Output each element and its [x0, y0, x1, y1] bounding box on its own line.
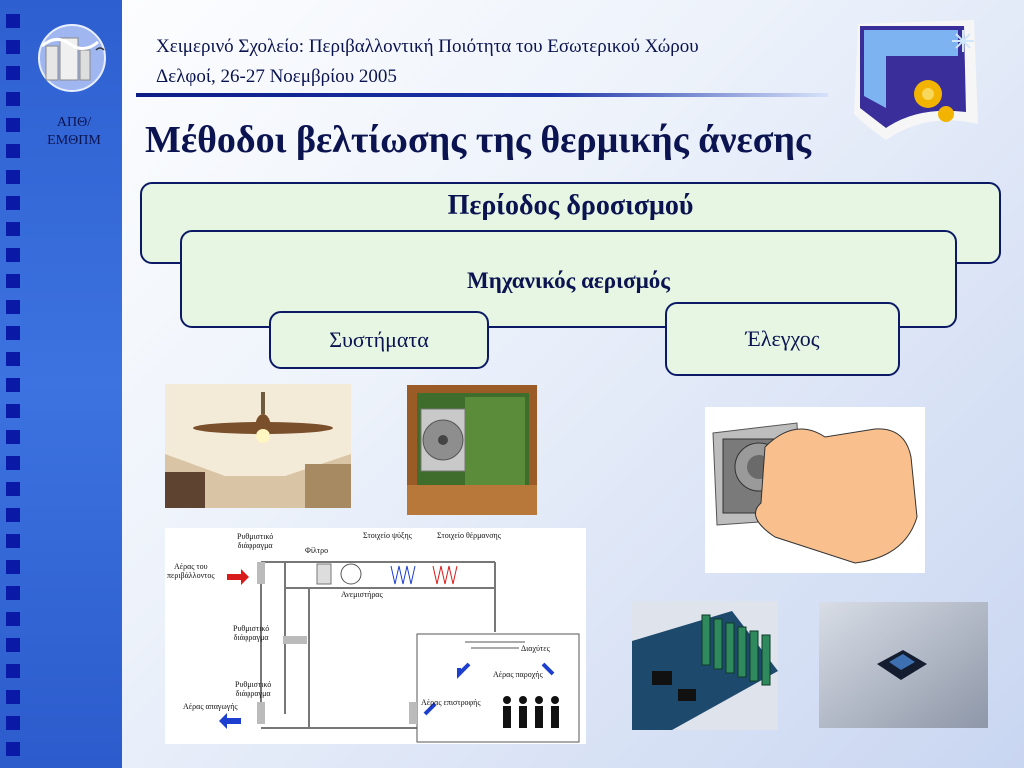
ceiling-fan-photo — [165, 384, 351, 508]
circuit-board-photo — [632, 601, 778, 730]
organization-label-line2: ΕΜΘΠΜ — [47, 133, 101, 148]
outside-air-arrow-icon — [227, 569, 249, 585]
filter-label: Φίλτρο — [305, 546, 329, 555]
sidebar-square — [6, 612, 20, 626]
outside-air-label-line1: Αέρας του — [173, 562, 208, 571]
sidebar-square — [6, 404, 20, 418]
window-fan-photo — [407, 385, 537, 515]
damper-bottom-label-line2: διάφραγμα — [235, 689, 271, 698]
return-air-label: Αέρας επιστροφής — [421, 698, 481, 707]
sidebar-square — [6, 170, 20, 184]
sidebar-square — [6, 456, 20, 470]
microchip-photo — [819, 602, 988, 728]
header-line-1: Χειμερινό Σχολείο: Περιβαλλοντική Ποιότη… — [156, 36, 699, 57]
header-line-2: Δελφοί, 26-27 Νοεμβρίου 2005 — [156, 66, 397, 87]
damper-top-label: Ρυθμιστικό διάφραγμα — [237, 532, 273, 550]
damper-top-label-line2: διάφραγμα — [237, 541, 273, 550]
sidebar-square — [6, 300, 20, 314]
damper-mid-label-line2: διάφραγμα — [233, 633, 269, 642]
damper-top-label-line1: Ρυθμιστικό — [237, 532, 274, 541]
organization-label: ΑΠΘ/ ΕΜΘΠΜ — [30, 114, 118, 150]
return-air-arrow-icon — [423, 702, 437, 716]
outside-air-label-line2: περιβάλλοντος — [167, 571, 215, 580]
sidebar-square — [6, 40, 20, 54]
sidebar-square — [6, 196, 20, 210]
damper-mid-label: Ρυθμιστικό διάφραγμα — [233, 624, 269, 642]
sidebar-square — [6, 352, 20, 366]
sidebar-square — [6, 716, 20, 730]
header-divider — [136, 93, 828, 97]
hvac-schematic — [219, 561, 580, 743]
sidebar-square — [6, 638, 20, 652]
sidebar: ΑΠΘ/ ΕΜΘΠΜ — [0, 0, 122, 768]
sidebar-square — [6, 326, 20, 340]
sidebar-square — [6, 378, 20, 392]
cooling-period-label: Περίοδος δροσισμού — [447, 190, 694, 221]
sidebar-square — [6, 690, 20, 704]
systems-box: Συστήματα — [269, 311, 489, 369]
sidebar-square — [6, 14, 20, 28]
sidebar-square — [6, 222, 20, 236]
control-box: Έλεγχος — [665, 302, 900, 376]
sidebar-square — [6, 248, 20, 262]
winter-school-emblem-icon — [854, 20, 978, 140]
page-title: Μέθοδοι βελτίωσης της θερμικής άνεσης — [145, 119, 811, 161]
sidebar-square-column — [6, 0, 26, 768]
cooling-coil-label: Στοιχείο ψύξης — [363, 531, 412, 540]
fan-label: Ανεμιστήρας — [341, 590, 383, 599]
sidebar-square — [6, 560, 20, 574]
supply-air-arrow-right-icon — [541, 662, 555, 676]
supply-air-arrow-icon — [457, 662, 471, 679]
outside-air-label: Αέρας του περιβάλλοντος — [167, 562, 215, 580]
heating-coil-label: Στοιχείο θέρμανσης — [437, 531, 501, 540]
supply-air-label: Αέρας παροχής — [493, 670, 543, 679]
sidebar-square — [6, 482, 20, 496]
sidebar-square — [6, 118, 20, 132]
damper-mid-label-line1: Ρυθμιστικό — [233, 624, 270, 633]
hvac-diagram: Ρυθμιστικό διάφραγμα Φίλτρο Στοιχείο ψύξ… — [165, 528, 586, 744]
damper-bottom-label: Ρυθμιστικό διάφραγμα — [235, 680, 271, 698]
university-logo-icon — [38, 24, 106, 92]
sidebar-square — [6, 66, 20, 80]
exhaust-arrow-icon — [219, 713, 241, 729]
sidebar-square — [6, 430, 20, 444]
sidebar-square — [6, 508, 20, 522]
organization-label-line1: ΑΠΘ/ — [56, 115, 92, 130]
thermostat-hand-illustration — [705, 407, 925, 573]
sidebar-square — [6, 742, 20, 756]
sidebar-square — [6, 534, 20, 548]
sidebar-square — [6, 274, 20, 288]
sidebar-square — [6, 664, 20, 678]
control-label: Έλεγχος — [745, 326, 820, 351]
exhaust-air-label: Αέρας απαγωγής — [183, 702, 238, 711]
systems-label: Συστήματα — [329, 327, 429, 352]
sidebar-square — [6, 144, 20, 158]
occupants-icon — [503, 696, 559, 728]
sidebar-square — [6, 92, 20, 106]
damper-bottom-label-line1: Ρυθμιστικό — [235, 680, 272, 689]
diffusers-label: Διαχύτες — [521, 644, 550, 653]
mechanical-ventilation-label: Μηχανικός αερισμός — [467, 268, 670, 293]
sidebar-square — [6, 586, 20, 600]
